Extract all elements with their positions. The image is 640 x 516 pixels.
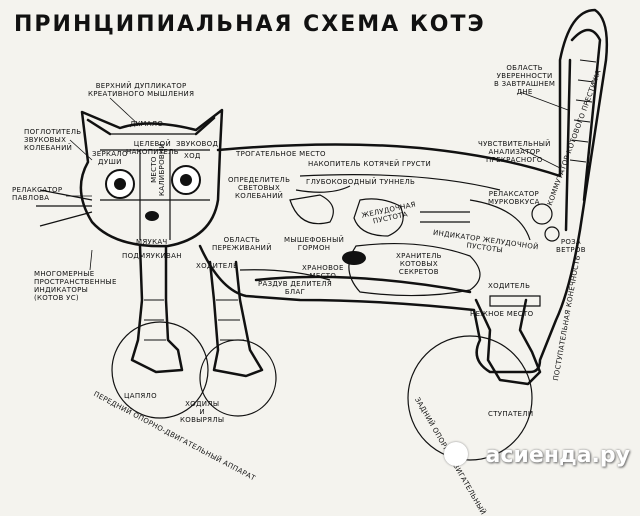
cat-nose xyxy=(145,211,159,221)
front-wheel-left xyxy=(111,321,209,419)
label-podmyaukivan: ПОДМЯУКИВАН xyxy=(122,252,182,260)
label-tsaryapo: ЦАПЯЛО xyxy=(124,392,157,400)
front-leg-left xyxy=(130,244,184,374)
label-nezhnoe: НЕЖНОЕ МЕСТО xyxy=(470,310,534,318)
label-nakopitel-grusti: НАКОПИТЕЛЬ КОТЯЧЕЙ ГРУСТИ xyxy=(308,160,431,168)
label-zvukovod: ЗВУКОВОД xyxy=(176,140,219,148)
label-hoditel-back: ХОДИТЕЛЬ xyxy=(488,282,531,290)
label-hod: ХОД xyxy=(184,152,201,160)
label-trogatelnoe: ТРОГАТЕЛЬНОЕ МЕСТО xyxy=(236,150,326,158)
front-leg-right xyxy=(208,260,264,378)
back-leg xyxy=(474,298,542,386)
cat-drawing xyxy=(36,8,609,461)
label-stupateli: СТУПАТЕЛИ xyxy=(488,410,534,418)
label-dumalo: ДУМАЛО xyxy=(130,120,164,128)
cat-body-outline xyxy=(198,8,609,374)
label-hoditel-front: ХОДИТЕЛЬ xyxy=(196,262,239,270)
label-gluboch: ГЛУБОКОВОДНЫЙ ТУННЕЛЬ xyxy=(306,178,416,186)
watermark: асиенда.ру xyxy=(485,443,630,468)
watermark-icon xyxy=(444,442,468,466)
diagram-title: ПРИНЦИПИАЛЬНАЯ СХЕМА КОТЭ xyxy=(14,12,486,37)
mouse-hormone xyxy=(342,251,366,265)
label-myaukach: МЯУКАЧ xyxy=(136,238,168,246)
back-wheel xyxy=(407,335,533,461)
cat-head-outline xyxy=(79,108,224,248)
diagram-canvas: ПРИНЦИПИАЛЬНАЯ СХЕМА КОТЭ xyxy=(12,8,630,516)
